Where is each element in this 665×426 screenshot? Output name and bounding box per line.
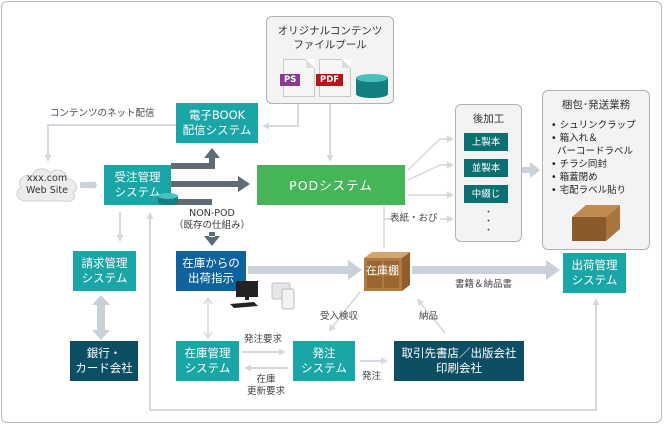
packing-title: 梱包･発送業務 bbox=[561, 99, 631, 111]
shipping-feedback-connector bbox=[150, 298, 600, 411]
packing-item: • 箱蓋閉め bbox=[551, 172, 598, 183]
stock-shipping-instruction[interactable]: 在庫からの出荷指示 bbox=[176, 251, 246, 291]
stock-update-line2: 更新要求 bbox=[246, 386, 285, 397]
billing-line1: 請求管理 bbox=[81, 256, 128, 270]
receiving-connector bbox=[328, 291, 361, 332]
website-line2: Web Site bbox=[26, 185, 68, 196]
order-request-label: 発注要求 bbox=[244, 334, 283, 345]
cardboard-box-icon bbox=[572, 205, 620, 241]
partner-companies[interactable]: 取引先書店／出版会社印刷会社 bbox=[394, 341, 524, 381]
inventory-line2: システム bbox=[184, 361, 231, 375]
pod-to-binding1 bbox=[407, 135, 454, 171]
website-line1: xxx.com bbox=[26, 173, 68, 184]
pdf-tag: PDF bbox=[316, 74, 344, 86]
purchase-order-system[interactable]: 発注システム bbox=[293, 341, 355, 381]
delivery-label: 納品 bbox=[419, 311, 439, 322]
more-items-ellipsis: ・ ・ ・ bbox=[483, 208, 493, 236]
receiving-label: 受入検収 bbox=[320, 311, 359, 322]
post-processing-panel: 後加工 上製本 並製本 中綴じ ・ ・ ・ bbox=[455, 104, 522, 242]
order-mgmt-line1: 受注管理 bbox=[114, 170, 161, 184]
packing-item: • シュリンクラップ bbox=[551, 120, 636, 131]
books-invoice-label: 書籍＆納品書 bbox=[455, 279, 513, 290]
shipping-mgmt-line1: 出荷管理 bbox=[571, 258, 618, 272]
non-pod-label: NON-POD （既存の仕組み） bbox=[170, 208, 254, 232]
purchase-line2: システム bbox=[301, 361, 347, 375]
bank-card-company[interactable]: 銀行・カード会社 bbox=[70, 341, 138, 381]
order-to-ebook-arrow bbox=[171, 156, 215, 169]
non-pod-line1: NON-POD bbox=[189, 208, 235, 219]
ship-instruction-line2: 出荷指示 bbox=[188, 271, 234, 285]
content-pool-panel: オリジナルコンテンツ ファイルプール PS PDF bbox=[266, 16, 394, 104]
ps-tag: PS bbox=[280, 74, 301, 86]
ebook-line2: 配信システム bbox=[182, 123, 252, 137]
purchase-line1: 発注 bbox=[312, 346, 336, 360]
post-processing-title: 後加工 bbox=[472, 113, 505, 125]
packing-item: • チラシ同封 bbox=[551, 159, 607, 170]
website-cloud-icon bbox=[16, 168, 78, 202]
packing-panel: 梱包･発送業務 • シュリンクラップ • 箱入れ＆ バーコードラベル • チラシ… bbox=[542, 90, 650, 250]
inventory-management-system[interactable]: 在庫管理システム bbox=[176, 341, 239, 381]
binding-item[interactable]: 並製本 bbox=[464, 159, 508, 177]
pod-system[interactable]: PODシステム bbox=[257, 165, 405, 205]
pod-to-binding2 bbox=[407, 161, 454, 181]
packing-item: • 箱入れ＆ bbox=[551, 133, 598, 144]
net-delivery-label: コンテンツのネット配信 bbox=[50, 108, 155, 119]
order-label: 発注 bbox=[362, 371, 382, 382]
website-label[interactable]: xxx.com Web Site bbox=[16, 173, 78, 197]
cover-band-label: 表紙・おび bbox=[390, 213, 438, 224]
bank-line1: 銀行・ bbox=[86, 346, 122, 360]
stock-update-label: 在庫 更新要求 bbox=[246, 374, 286, 398]
pdf-file-icon: PDF bbox=[316, 59, 351, 97]
computer-devices-icon bbox=[230, 281, 295, 310]
partners-line1: 取引先書店／出版会社 bbox=[401, 346, 517, 360]
binding-item[interactable]: 中綴じ bbox=[464, 185, 508, 203]
stock-update-line1: 在庫 bbox=[256, 374, 276, 385]
packing-item: バーコードラベル bbox=[557, 146, 634, 157]
billing-line2: システム bbox=[81, 271, 128, 285]
content-pool-title-1: オリジナルコンテンツ bbox=[277, 25, 383, 37]
binding-item[interactable]: 上製本 bbox=[464, 133, 508, 151]
packing-item: • 宅配ラベル貼り bbox=[551, 185, 627, 196]
partners-line2: 印刷会社 bbox=[436, 361, 482, 375]
packing-list: • シュリンクラップ • 箱入れ＆ バーコードラベル • チラシ同封 • 箱蓋閉… bbox=[551, 119, 636, 197]
billing-management-system[interactable]: 請求管理システム bbox=[73, 251, 136, 291]
content-pool-title-2: ファイルプール bbox=[293, 39, 367, 51]
net-delivery-connector bbox=[44, 124, 176, 162]
ebook-line1: 電子BOOK bbox=[188, 108, 246, 122]
non-pod-line2: （既存の仕組み） bbox=[173, 220, 250, 231]
bank-line2: カード会社 bbox=[75, 361, 133, 375]
ps-file-icon: PS bbox=[280, 59, 315, 97]
order-database-icon bbox=[158, 193, 178, 205]
database-icon bbox=[356, 74, 388, 98]
ship-instruction-line1: 在庫からの bbox=[182, 256, 240, 270]
warehouse-shelf-icon bbox=[364, 252, 410, 291]
pool-to-ebook-connector bbox=[262, 104, 299, 130]
inventory-line1: 在庫管理 bbox=[184, 346, 231, 360]
shipping-mgmt-line2: システム bbox=[571, 273, 618, 287]
pod-label: PODシステム bbox=[289, 177, 373, 193]
warehouse-label: 在庫棚 bbox=[366, 264, 399, 277]
shipping-management-system[interactable]: 出荷管理システム bbox=[563, 253, 626, 293]
order-mgmt-line2: システム bbox=[114, 185, 161, 199]
delivery-connector bbox=[416, 298, 446, 334]
